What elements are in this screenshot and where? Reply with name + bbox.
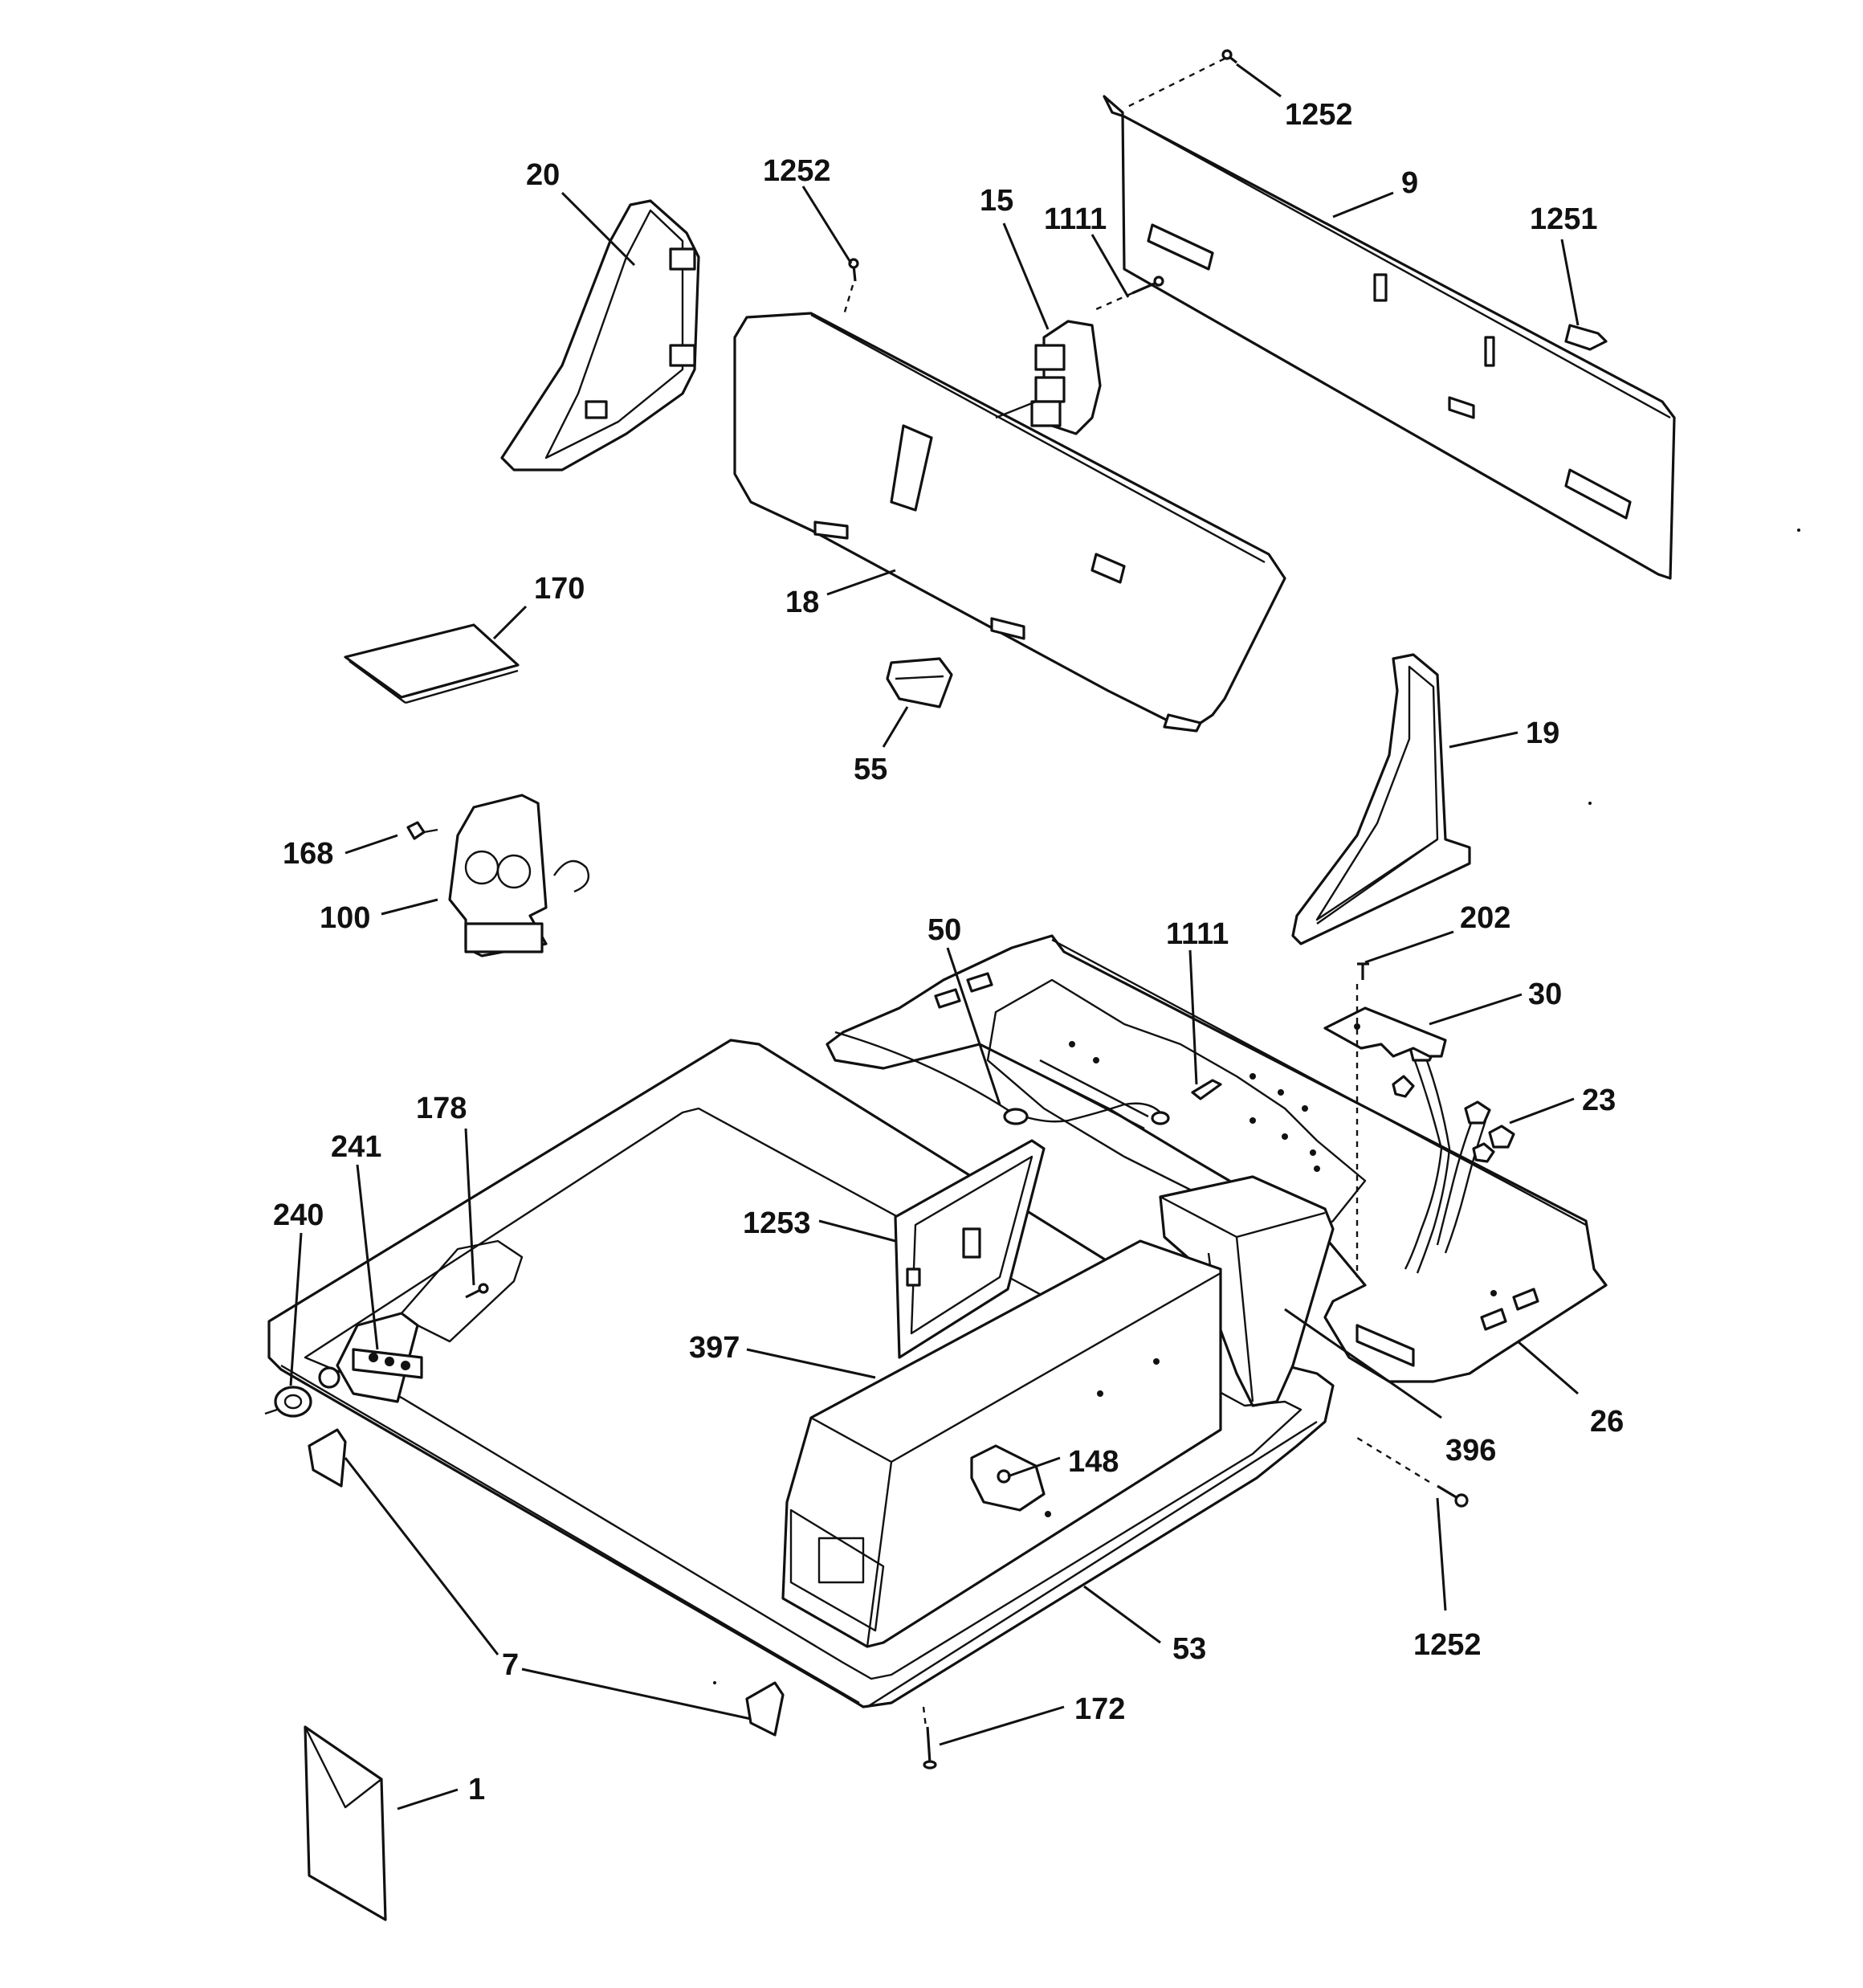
screw-178 [465,1283,489,1299]
leader-lines [289,63,1580,1810]
screw-1252-top [1123,49,1237,110]
part-19-right-side-bracket [1291,653,1471,945]
label-7: 7 [502,1648,519,1682]
part-50-cable [834,1031,1170,1125]
part-1253-plate [894,1139,1046,1359]
label-20: 20 [526,158,560,192]
label-170: 170 [534,572,585,606]
screw-168 [406,821,438,840]
screw-1252-bottom [1356,1436,1469,1508]
screw-1252-panel [842,258,859,318]
label-1252-bottom: 1252 [1413,1628,1482,1662]
label-168: 168 [283,837,333,871]
label-55: 55 [854,753,887,786]
part-55-connector [886,657,953,708]
label-9: 9 [1401,166,1418,200]
part-241-holder [336,1239,524,1403]
label-100: 100 [320,901,370,935]
foot-7-left [308,1428,347,1488]
screw-202 [1355,962,1369,1277]
label-50: 50 [927,913,961,947]
part-18-control-panel [733,312,1286,733]
screw-172 [922,1706,937,1770]
label-241: 241 [331,1130,381,1164]
label-26: 26 [1590,1405,1624,1439]
label-1253: 1253 [743,1206,811,1240]
label-1251: 1251 [1530,202,1598,236]
label-396: 396 [1445,1434,1496,1468]
part-20-left-side-bracket [500,199,700,471]
screw-1111-upper [1095,276,1164,311]
label-18: 18 [785,586,819,619]
part-53-base-cabinet [267,1039,1335,1708]
label-23: 23 [1582,1084,1616,1117]
label-53: 53 [1172,1632,1206,1666]
label-178: 178 [416,1092,467,1125]
knob-240 [264,1386,312,1418]
callout-labels: 1252 9 1251 20 1252 15 1111 170 18 55 19… [273,98,1624,1806]
part-9-rear-panel [1103,95,1676,580]
label-172: 172 [1074,1692,1125,1726]
part-100-timer [448,794,590,957]
part-15-switch-block [995,320,1102,435]
label-1111-lower: 1111 [1166,917,1229,951]
part-1-envelope [304,1725,387,1921]
label-202: 202 [1460,901,1510,935]
label-240: 240 [273,1198,324,1232]
label-1111-upper: 1111 [1044,202,1107,236]
part-26-base-pan [826,934,1608,1383]
part-397-duct-housing [781,1239,1222,1648]
part-170-pad [344,623,520,704]
label-148: 148 [1068,1445,1119,1479]
label-30: 30 [1528,978,1562,1011]
label-15: 15 [980,184,1013,218]
label-19: 19 [1526,716,1559,750]
hole-241 [318,1366,340,1389]
clip-1251 [1564,324,1608,351]
foot-7-right [745,1681,785,1737]
part-30-plate [1323,1006,1447,1058]
part-1111-lower [1191,1079,1222,1100]
label-397: 397 [689,1331,740,1365]
label-1252-top-right: 1252 [1285,98,1353,132]
label-1252-top-left: 1252 [763,154,831,188]
label-1: 1 [468,1773,485,1806]
